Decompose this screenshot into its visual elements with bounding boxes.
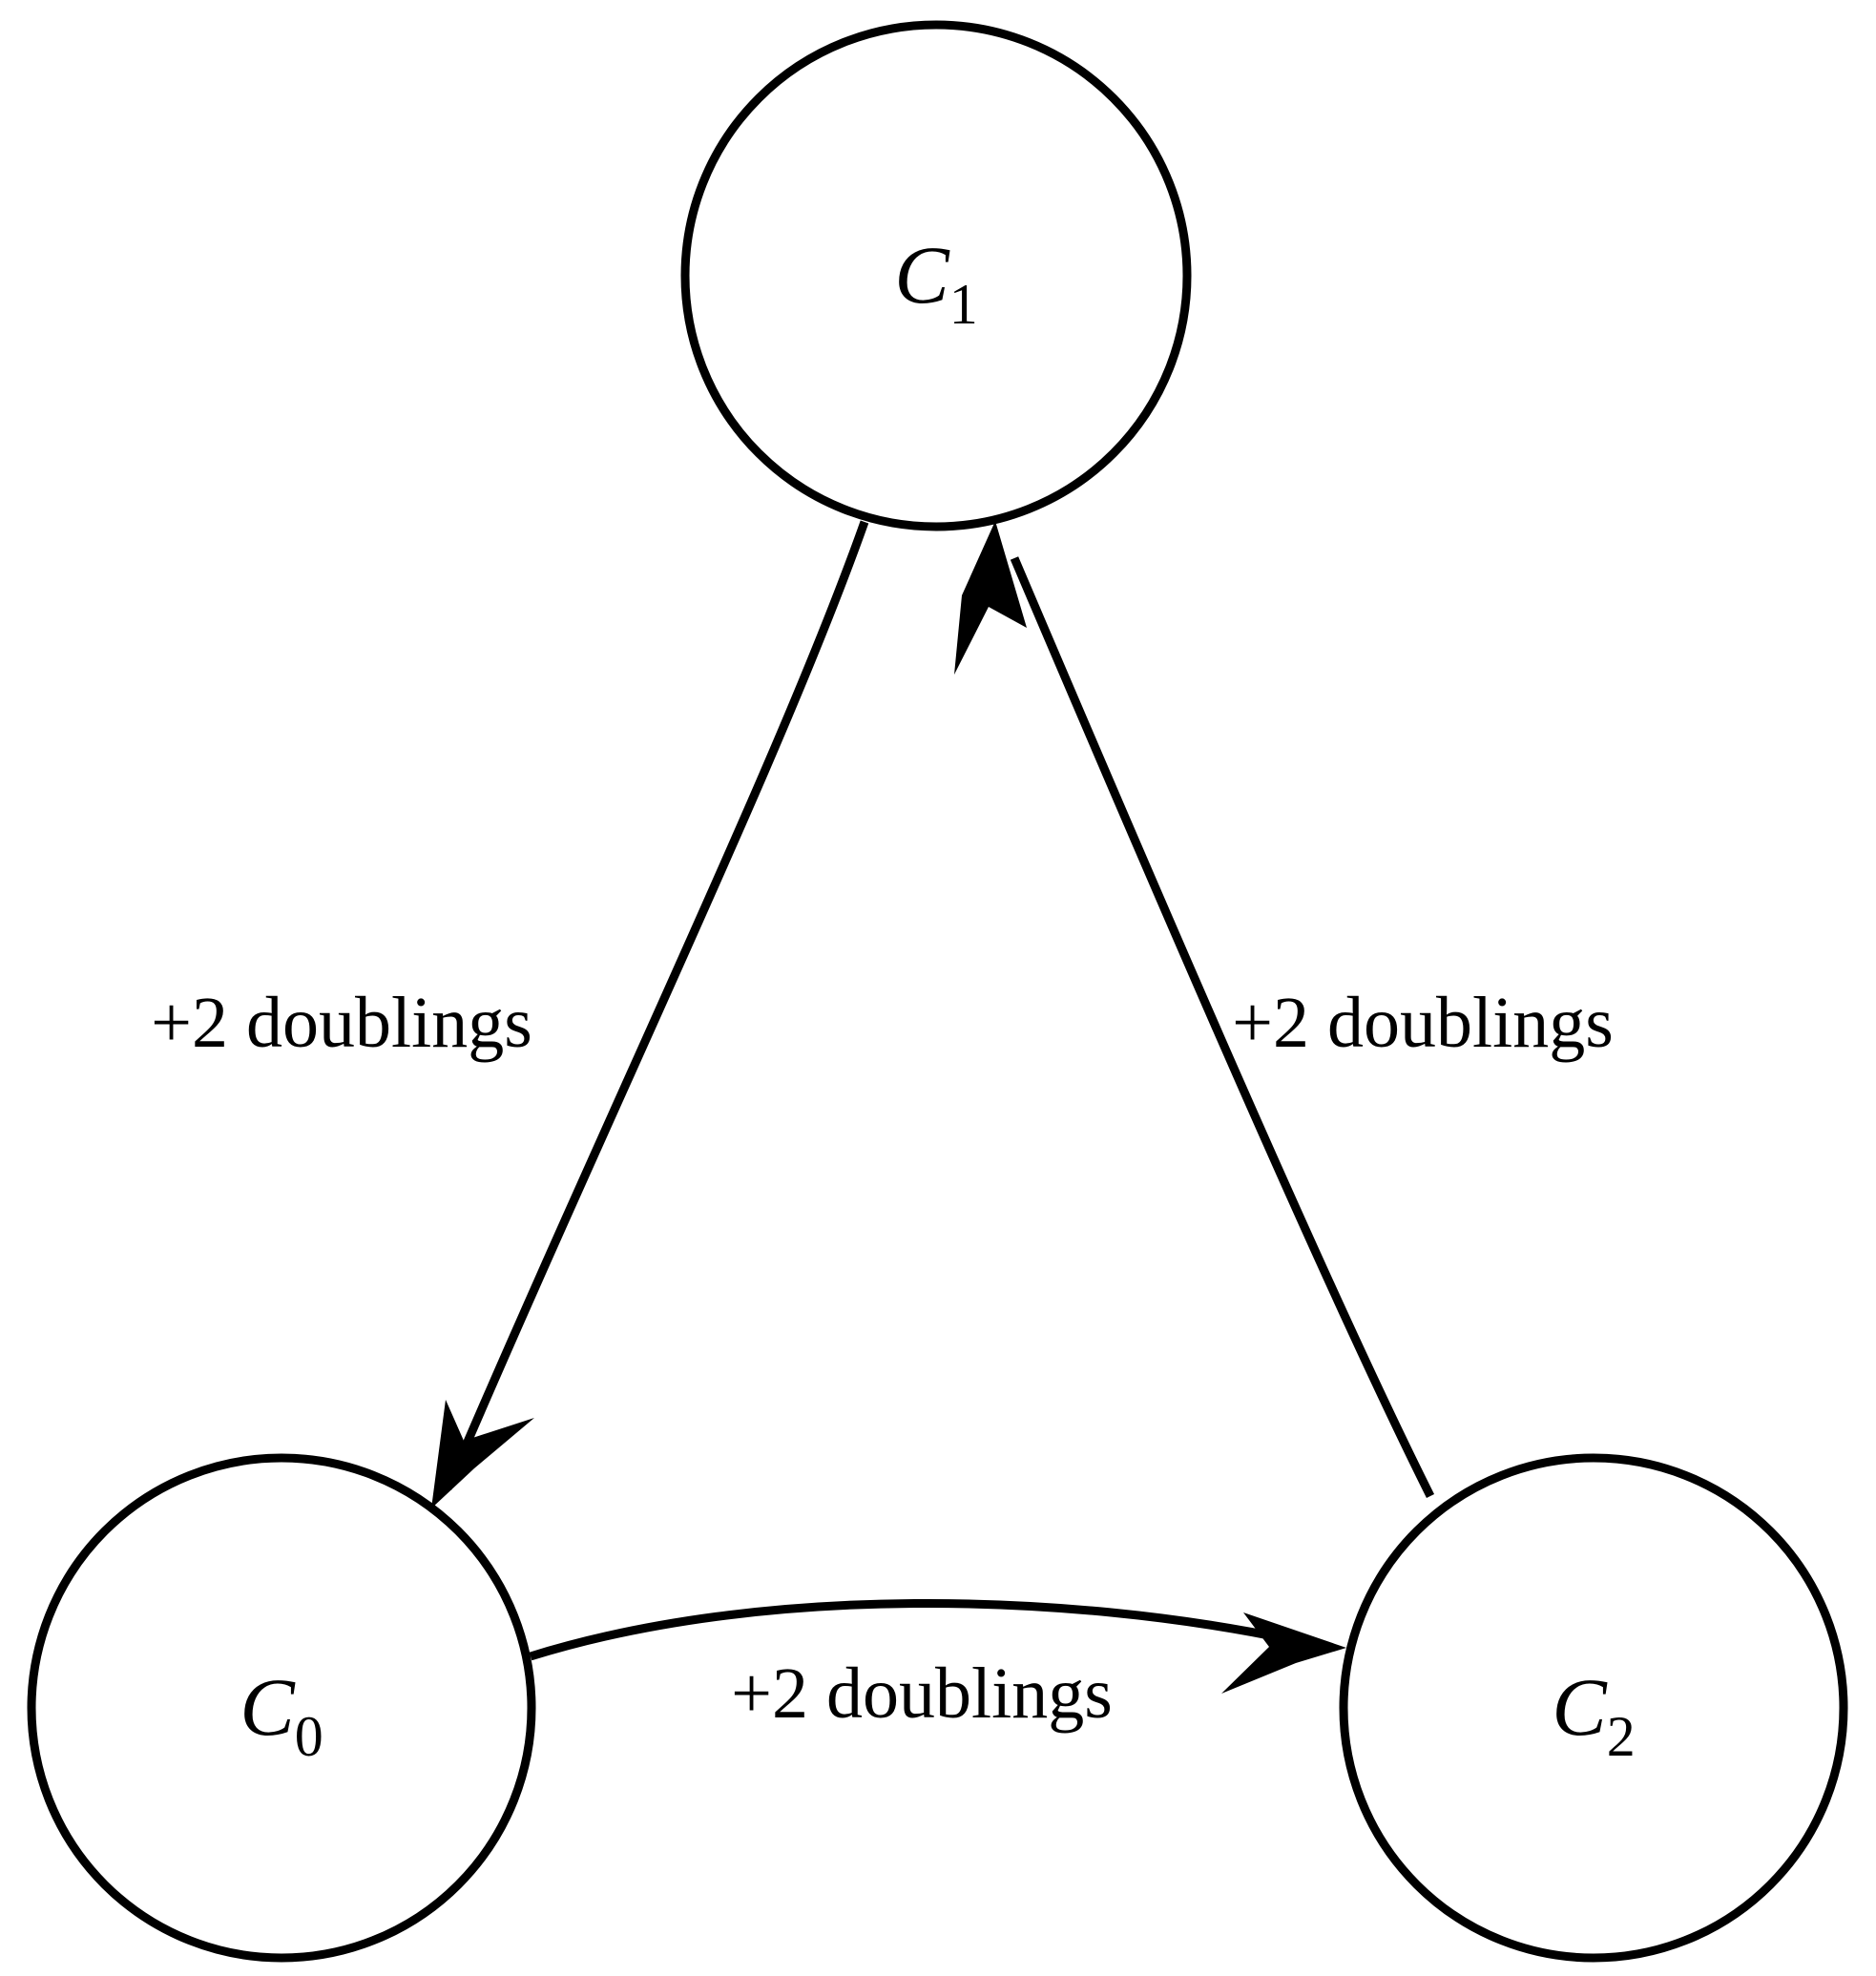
edge-c2-to-c1 [954, 521, 1435, 1499]
node-c0-circle[interactable] [27, 1453, 536, 1963]
node-c2-circle[interactable] [1339, 1453, 1848, 1963]
node-c0[interactable]: C0 [27, 1453, 536, 1963]
edge-c2-to-c1-arrowhead [954, 521, 1027, 675]
node-c1[interactable]: C1 [680, 20, 1192, 531]
edge-c0-to-c2-path [529, 1598, 1289, 1661]
edge-label-c1-to-c0: +2 doublings [151, 983, 532, 1063]
node-c2-label-base: C [1552, 1661, 1608, 1753]
edge-c1-to-c0-arrowhead [431, 1400, 534, 1508]
node-c0-label-subscript: 0 [295, 1705, 323, 1768]
node-c2-label-subscript: 2 [1607, 1705, 1636, 1768]
edge-c1-to-c0 [431, 520, 869, 1508]
node-c1-label-subscript: 1 [949, 273, 978, 336]
node-c1-circle[interactable] [680, 20, 1192, 531]
node-c1-label: C1 [894, 229, 977, 336]
node-c2-label: C2 [1552, 1661, 1635, 1768]
edge-c2-to-c1-path [1010, 556, 1435, 1499]
node-c0-label-base: C [240, 1661, 296, 1753]
edge-c0-to-c2 [529, 1598, 1346, 1694]
edge-label-c0-to-c2: +2 doublings [731, 1654, 1113, 1734]
edge-label-c2-to-c1: +2 doublings [1232, 983, 1614, 1063]
node-c2[interactable]: C2 [1339, 1453, 1848, 1963]
node-c0-label: C0 [240, 1661, 323, 1768]
edge-c1-to-c0-path [443, 520, 869, 1490]
edge-c0-to-c2-arrowhead [1221, 1612, 1346, 1694]
node-c1-label-base: C [894, 229, 950, 321]
